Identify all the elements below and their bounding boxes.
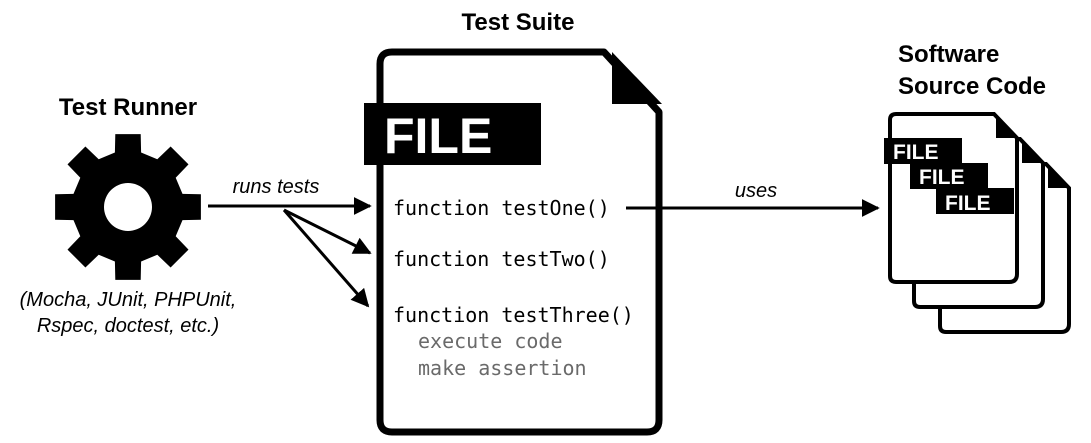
source-code-title-line2: Source Code: [898, 73, 1046, 100]
file-banner-label: FILE: [384, 108, 492, 164]
source-file-label-2: FILE: [919, 166, 965, 189]
gear-icon: [55, 134, 201, 280]
source-file-label-1: FILE: [893, 141, 939, 164]
function-test-two: function testTwo(): [393, 247, 610, 271]
source-file-banner-2: [910, 163, 988, 189]
source-file-banner-1: [884, 138, 962, 164]
arrow-runner-to-test-two: [283, 208, 372, 255]
dog-ear-corner: [612, 52, 662, 104]
arrow-runner-to-test-three: [282, 209, 370, 308]
file-banner: [364, 103, 541, 165]
function-test-one: function testOne(): [393, 196, 610, 220]
step-make-assertion: make assertion: [418, 356, 587, 380]
source-file-label-3: FILE: [945, 192, 991, 215]
test-suite-title: Test Suite: [462, 9, 575, 36]
runs-tests-label: runs tests: [233, 176, 320, 198]
test-runner-title: Test Runner: [59, 94, 197, 121]
source-file-banner-3: [936, 188, 1014, 214]
uses-label: uses: [735, 180, 777, 202]
step-execute-code: execute code: [418, 329, 563, 353]
test-runner-examples-line2: Rspec, doctest, etc.): [37, 315, 219, 337]
function-test-three: function testThree(): [393, 303, 634, 327]
test-runner-examples-line1: (Mocha, JUnit, PHPUnit,: [20, 289, 237, 311]
source-code-title-line1: Software: [898, 41, 999, 68]
